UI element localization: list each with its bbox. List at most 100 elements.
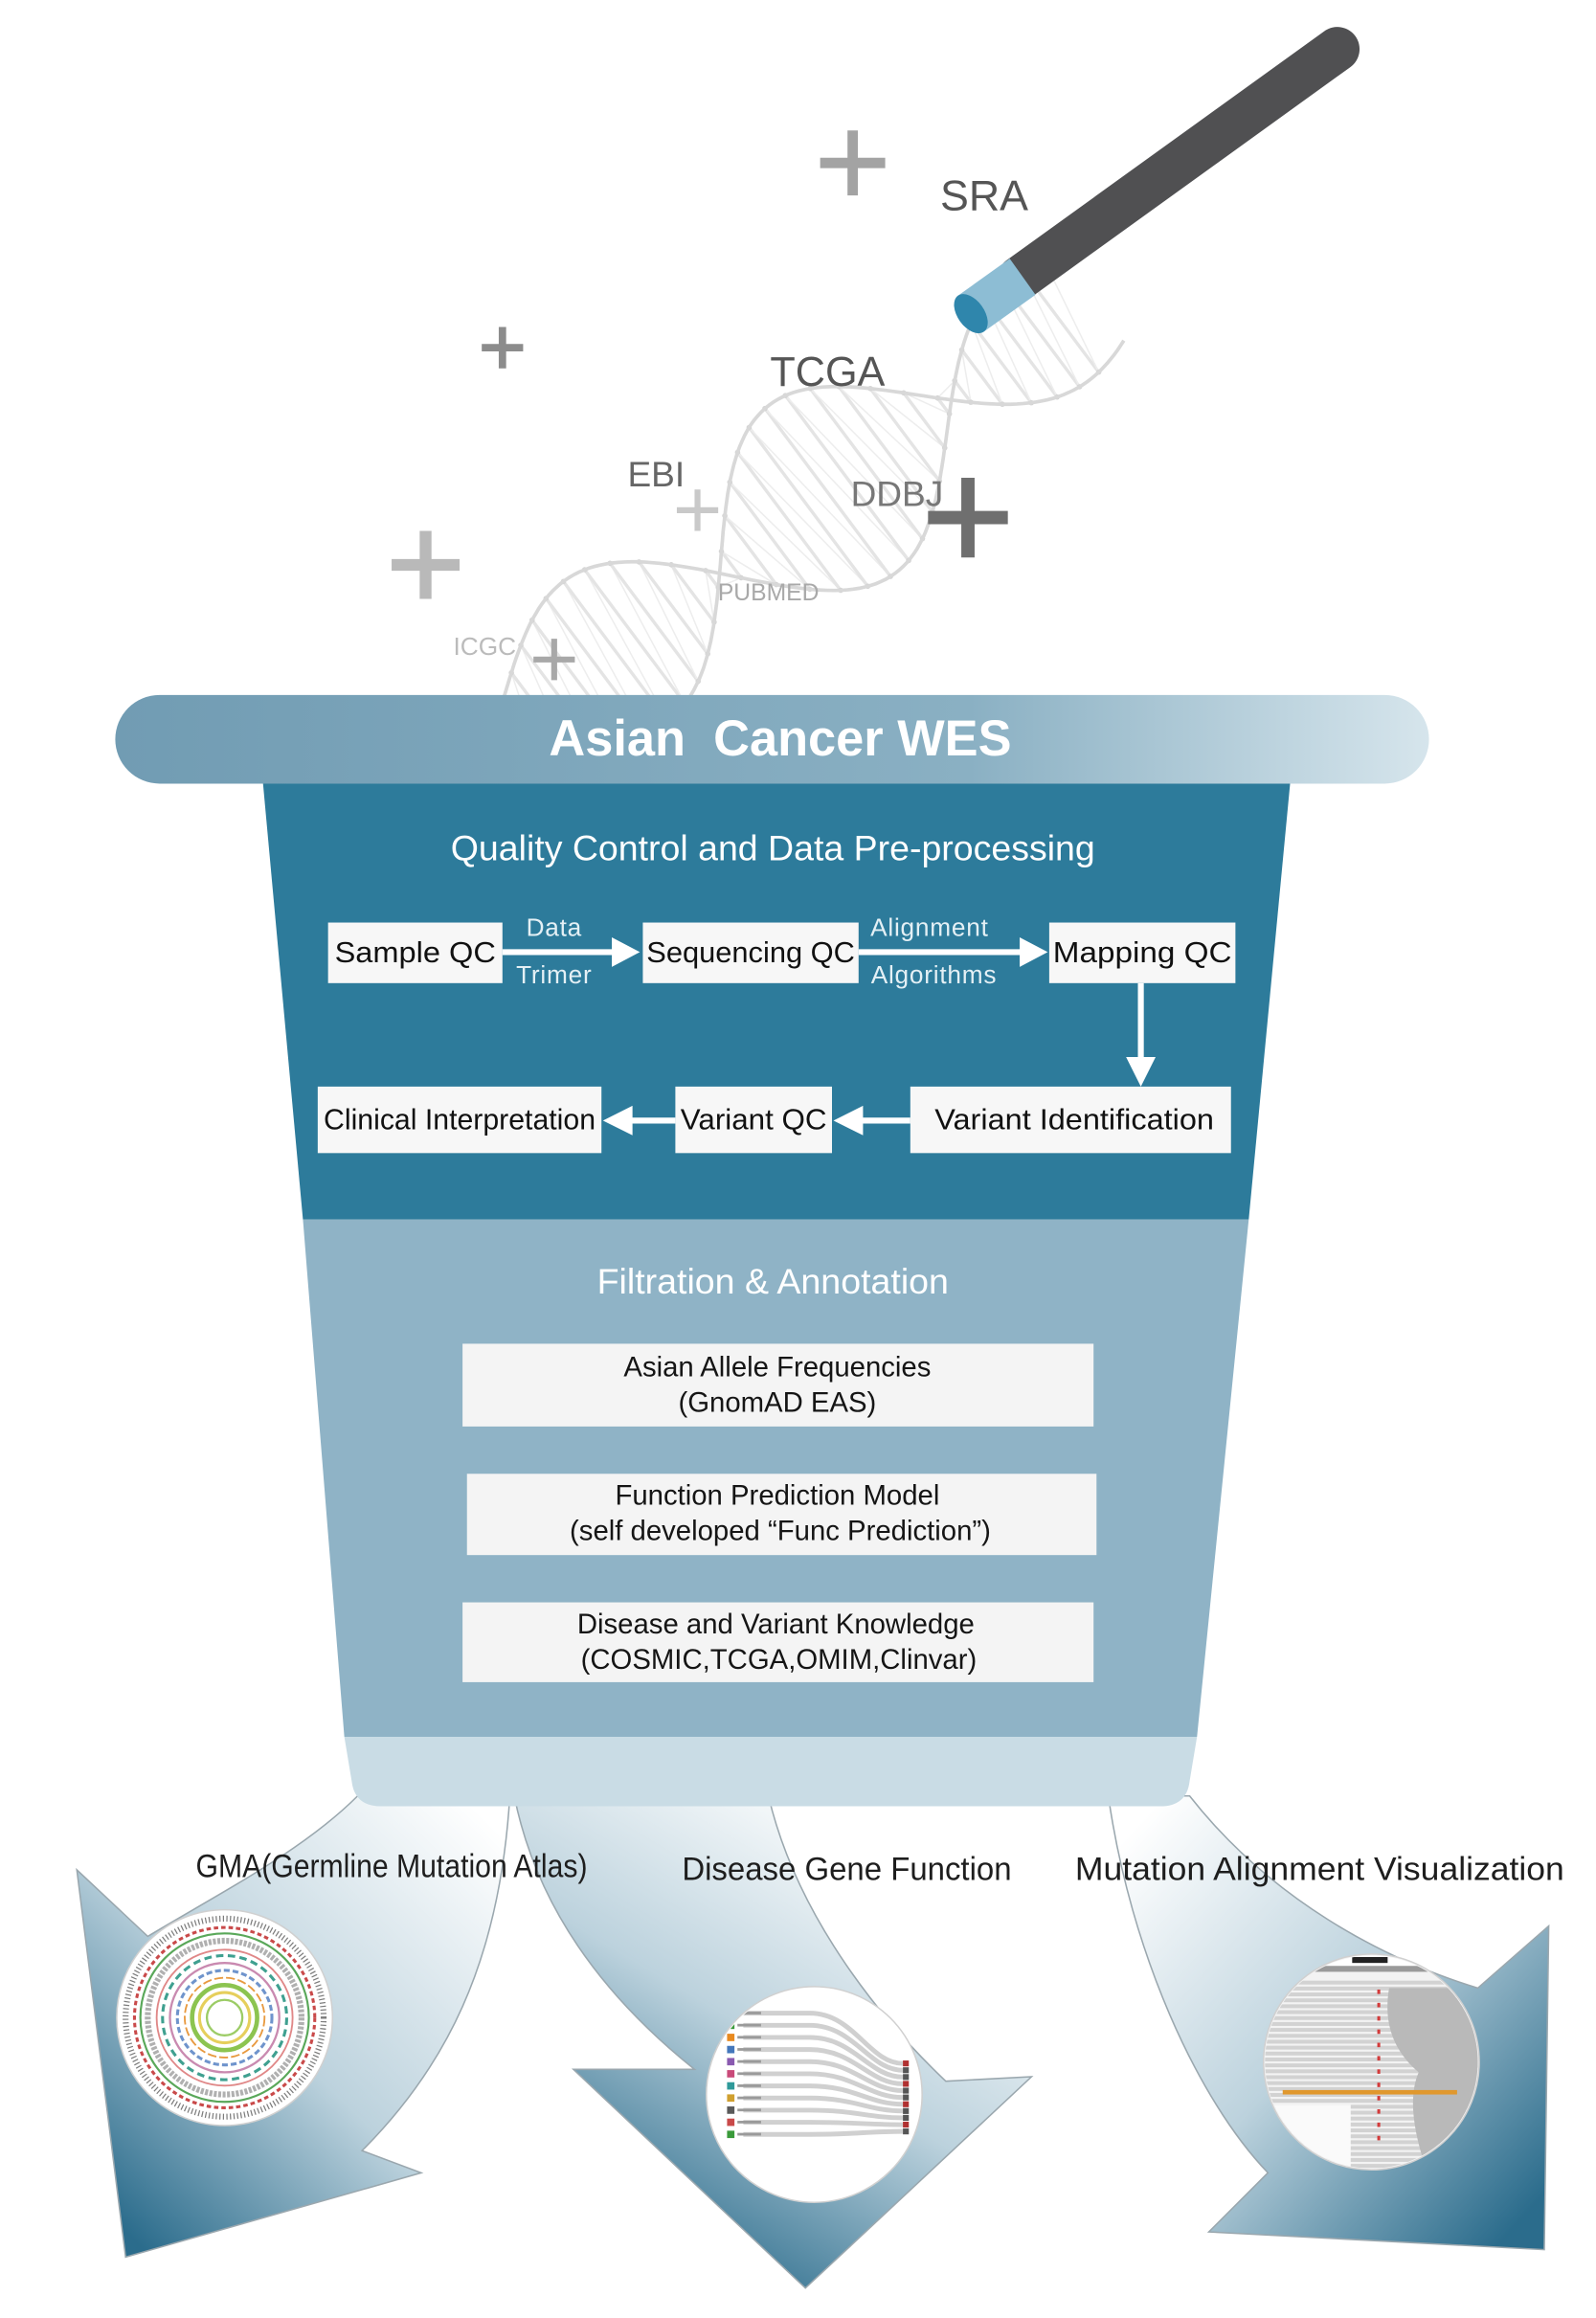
helix-strand [485,249,1058,748]
read-track [1265,1998,1478,2003]
step-sample-qc: Sample QC [327,922,503,983]
plus-icon [820,130,886,196]
sankey-source-marker [727,2082,735,2090]
thumbnail-sankey-plot [706,1986,923,2203]
helix-rung [837,385,934,513]
plus-icon [482,326,524,369]
mismatch-mark [1377,2122,1381,2127]
sankey-source-label [737,2036,761,2039]
helix-mesh [705,570,715,622]
plus-icon [392,530,461,599]
sankey-target-marker [903,2094,910,2101]
read-track [1265,2157,1478,2162]
read-track [1265,2010,1478,2014]
source-label-ebi: EBI [627,454,685,494]
mismatch-mark [1377,2135,1381,2141]
step-variant-identification: Variant Identification [910,1086,1231,1154]
step-label: Variant QC [681,1103,827,1136]
read-track [1265,2086,1478,2091]
sankey-source-label [737,2084,761,2087]
header-bar [115,694,1429,784]
helix-mesh [869,388,946,449]
step-box [327,922,503,983]
sankey-source-label [737,2132,761,2136]
helix-mesh [717,576,742,589]
sankey-target-marker [903,2128,910,2135]
filter-box-allele-frequencies: Asian Allele Frequencies (GnomAD EAS) [462,1343,1094,1427]
mismatch-mark [1377,2082,1381,2087]
mismatch-mark [1377,2042,1381,2048]
sankey-flow [743,2047,904,2086]
read-track [1265,2116,1478,2121]
read-track [1265,2069,1478,2074]
mismatch-mark [1377,2015,1381,2021]
wand-end [954,294,988,334]
dna-helix-icon [485,249,1126,749]
helix-rung [669,563,716,623]
edge-label-algorithms: Algorithms [871,960,998,989]
read-track [1265,2134,1478,2139]
helix-rung [723,514,778,586]
helix-mesh [638,561,699,682]
helix-rung [953,379,973,404]
read-track [1265,2081,1478,2085]
step-mapping-qc: Mapping QC [1048,922,1236,983]
sankey-flow [743,2059,904,2094]
sankey-target-marker [903,2087,910,2094]
sankey-source-label [737,2023,761,2027]
helix-mesh [729,482,842,592]
edge-label-trimer: Trimer [516,960,592,989]
sankey-flow [743,2128,904,2137]
thumbnail-alignment-viewer [1262,1953,1480,2172]
plus-icon [928,477,1008,558]
step-box [642,922,859,983]
step-sequencing-qc: Sequencing QC [642,922,859,983]
sankey-source-marker [727,2034,735,2041]
sankey-target-marker [903,2107,910,2114]
read-track [1265,2063,1478,2068]
source-label-pubmed: PUBMED [718,580,820,606]
flow-arrow-sequencing-to-mapping [858,936,1048,967]
step-variant-qc: Variant QC [675,1086,833,1154]
mismatch-mark [1377,2069,1381,2074]
sankey-target-marker [903,2114,910,2122]
read-track [1265,2140,1478,2145]
step-box [317,1086,602,1154]
read-track [1265,2122,1478,2127]
filter-box-line1: Function Prediction Model [615,1480,939,1512]
highlight-read [1282,2089,1457,2095]
filter-box-line2: (self developed “Func Prediction”) [570,1516,991,1547]
helix-mesh [609,562,686,705]
helix-mesh [724,515,811,591]
source-label-ddbj: DDBJ [851,473,944,513]
sankey-target-marker [903,2060,910,2067]
helix-rung [935,396,952,416]
flow-arrow-mapping-to-variant-identification [1126,982,1157,1087]
helix-rung [720,550,743,579]
helix-rung [736,451,843,592]
filter-box-function-prediction: Function Prediction Model (self develope… [466,1474,1097,1556]
source-label-tcga: TCGA [770,349,885,395]
source-label-icgc: ICGC [454,632,517,661]
filter-box-line2: (COSMIC,TCGA,OMIM,Clinvar) [581,1644,978,1676]
plus-icon [676,489,719,531]
flow-arrow-variant-qc-to-clinical [602,1105,676,1136]
helix-rung [638,560,709,655]
step-label: Mapping QC [1053,935,1232,969]
sankey-target-marker [903,2074,910,2081]
sankey-flow [743,2011,904,2066]
read-track [1265,2021,1478,2026]
sankey-flow [743,2035,904,2080]
sankey-source-label [737,2072,761,2076]
helix-mesh [838,386,940,482]
helix-mesh [670,564,708,655]
helix-mesh [970,322,1003,405]
sankey-flow [743,2022,904,2073]
wand-body [997,27,1360,301]
qc-section-title: Quality Control and Data Pre-processing [451,828,1095,868]
filter-box [466,1474,1097,1556]
read-track [1265,2028,1478,2033]
step-label: Clinical Interpretation [324,1103,596,1136]
helix-rung [704,569,720,589]
filter-box [462,1602,1094,1682]
